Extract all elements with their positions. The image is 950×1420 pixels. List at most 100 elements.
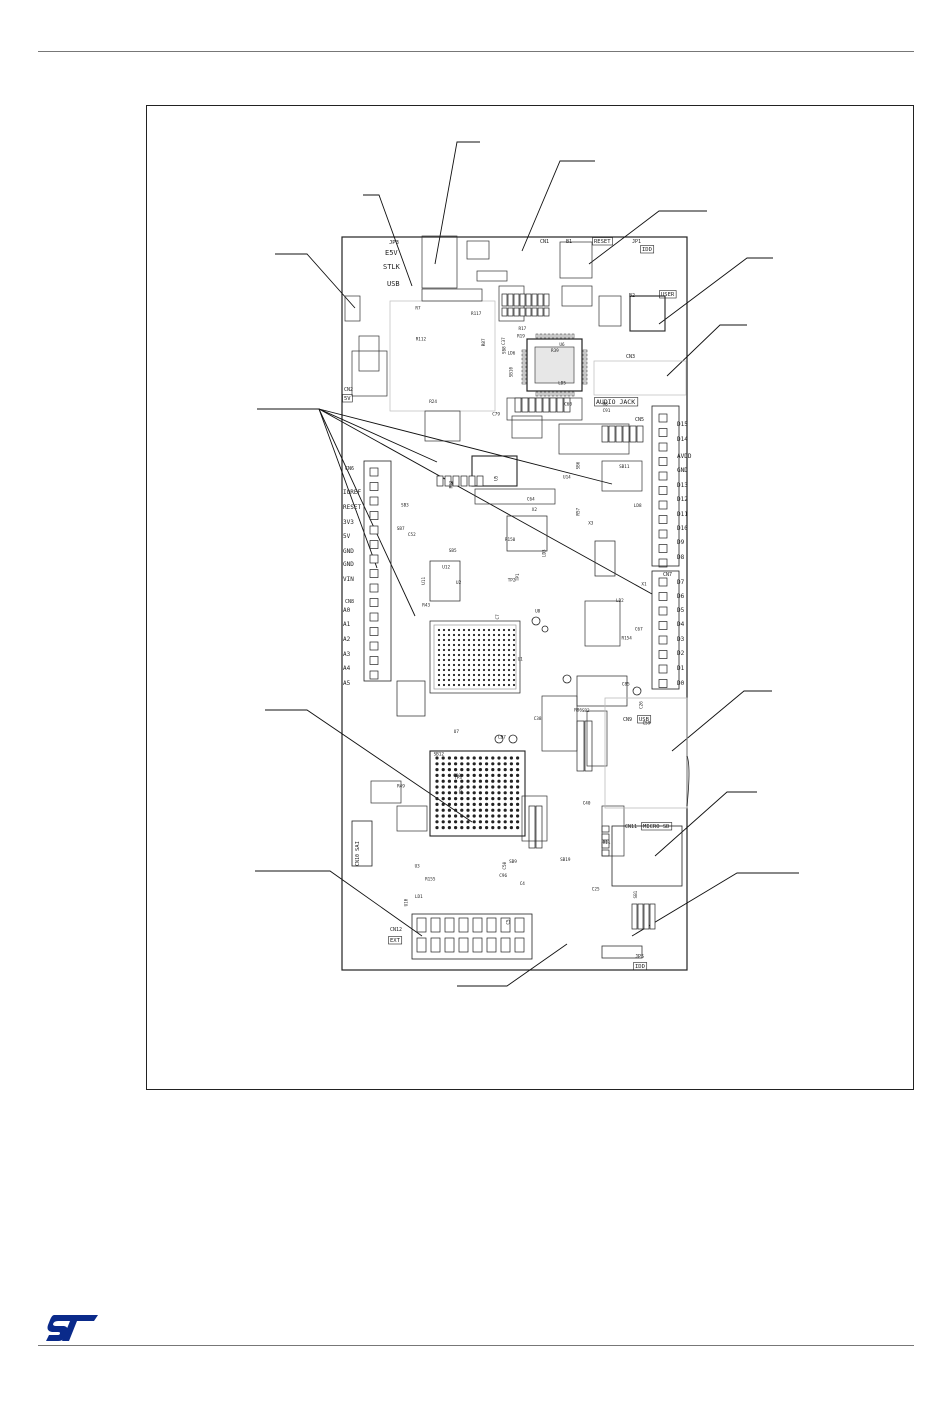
pin-pad: [476, 475, 484, 487]
silk-label: D7: [677, 579, 685, 586]
pin-pad: [369, 525, 379, 535]
silk-label: D13: [677, 482, 688, 489]
bga-pad: [472, 643, 476, 647]
silk-label: D1: [677, 665, 685, 672]
bga-pad: [442, 668, 446, 672]
bga-pad: [503, 785, 507, 789]
silk-label: R112: [416, 336, 427, 342]
silk-box: [594, 397, 639, 407]
bga-pad: [472, 683, 476, 687]
bga-pad: [454, 826, 458, 830]
pin-pad: [636, 425, 644, 443]
silk-label: CN3: [626, 354, 635, 360]
bga-pad: [435, 797, 439, 801]
bga-pad: [503, 779, 507, 783]
pin-pad: [658, 457, 668, 466]
silk-label: CN9: [623, 717, 632, 723]
pin-pad: [658, 679, 668, 688]
bga-pad: [507, 628, 511, 632]
bga-pad: [516, 802, 520, 807]
silk-label: 3V3: [343, 519, 354, 526]
pin-pad: [458, 937, 469, 953]
pin-pad: [535, 397, 543, 413]
pin-pad: [531, 293, 538, 307]
silk-label: CN1: [540, 239, 549, 245]
bga-pad: [491, 768, 495, 772]
pin-pad: [658, 500, 668, 510]
silk-label: 5V: [343, 533, 351, 540]
bga-pad: [512, 673, 516, 677]
bga-pad: [441, 791, 445, 795]
connector-outlines: [351, 405, 690, 960]
silk-label: STLK: [383, 263, 401, 271]
bga-pad: [477, 663, 481, 667]
qfn-pad: [547, 333, 551, 339]
pin-pad: [416, 937, 427, 953]
bga-pad: [477, 668, 481, 672]
pin-pad: [444, 917, 455, 933]
pin-pad: [658, 664, 668, 674]
qfn-pad: [555, 391, 559, 397]
silk-box: [640, 245, 655, 254]
silk-label: D9: [677, 539, 685, 546]
bga-pad: [460, 773, 464, 778]
qfn-pad: [582, 373, 588, 377]
bga-pad: [466, 768, 470, 772]
bga-pad: [457, 663, 461, 667]
silk-label: CN8: [345, 599, 354, 605]
bga-pad: [442, 663, 446, 667]
silk-label: CN6: [345, 466, 354, 472]
bga-pad: [509, 797, 513, 801]
pin-pad: [369, 467, 379, 477]
silk-label: CN12: [390, 927, 402, 933]
bga-pad: [492, 653, 496, 657]
qfn-pad: [567, 333, 571, 339]
bga-pad: [512, 663, 516, 667]
bga-pad: [485, 802, 489, 807]
bga-pad: [507, 658, 511, 662]
bga-pad: [516, 826, 520, 830]
pin-pad: [563, 397, 571, 413]
bga-pad: [447, 773, 451, 778]
silk-box: [342, 394, 353, 403]
bga-pad: [512, 653, 516, 657]
pin-pad: [601, 425, 609, 443]
bga-pad: [477, 633, 481, 637]
silk-label: C67: [635, 626, 643, 632]
bga-pad: [435, 791, 439, 795]
silk-label: C50: [502, 861, 508, 869]
silk-label: SB19: [560, 857, 571, 863]
bga-pad: [502, 673, 506, 677]
bga-pad: [478, 768, 482, 772]
bga-pad: [437, 633, 441, 637]
pin-pad: [521, 397, 529, 413]
silk-label: B2: [629, 293, 635, 299]
silk-label: SAI: [355, 841, 361, 851]
bga-pad: [454, 779, 458, 783]
bga-pad: [466, 756, 470, 760]
bga-pad: [507, 663, 511, 667]
bga-pad: [509, 762, 513, 766]
silk-label: D11: [677, 511, 688, 518]
silk-label: C80: [453, 773, 461, 779]
bga-pad: [447, 628, 451, 632]
bga-pad: [460, 814, 464, 818]
stlink-qfn-pads: [521, 333, 588, 397]
bga-pad: [487, 653, 491, 657]
silk-label: SB12: [434, 752, 445, 758]
test-points: [494, 616, 642, 744]
pin-pad: [519, 307, 526, 317]
pin-pad: [501, 293, 508, 307]
bga-pad: [467, 663, 471, 667]
bga-pad: [502, 638, 506, 642]
bga-pad: [497, 658, 501, 662]
bga-pad: [466, 802, 470, 807]
pin-pad: [369, 540, 379, 549]
pin-pad: [501, 307, 508, 317]
qfn-pad: [539, 391, 543, 397]
bga-pad: [497, 820, 501, 824]
silk-label: D4: [677, 621, 685, 628]
bga-pad: [462, 648, 466, 652]
